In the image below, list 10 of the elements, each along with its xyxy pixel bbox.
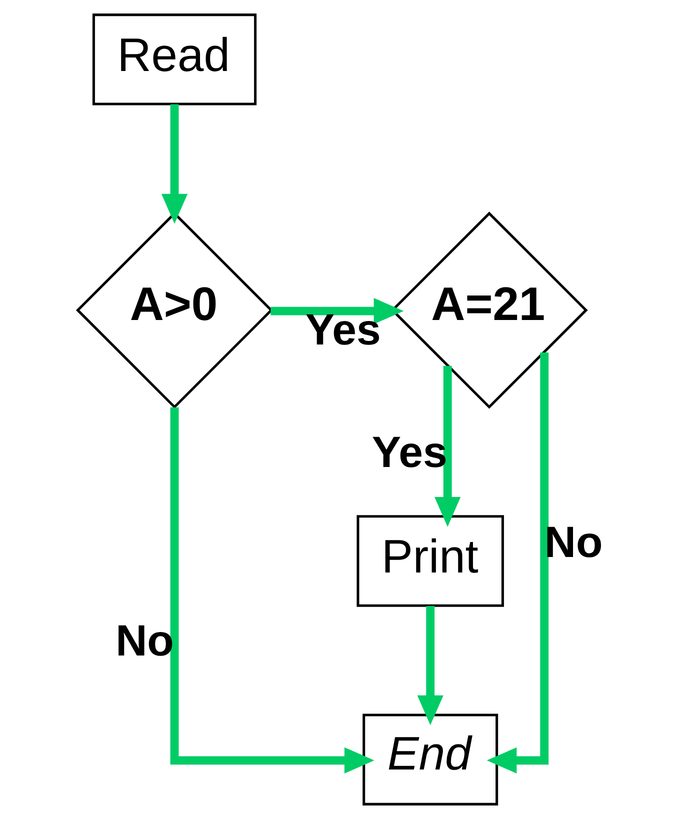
arrow bbox=[434, 366, 461, 527]
arrow bbox=[417, 606, 444, 726]
arrow bbox=[270, 298, 404, 324]
node-box: Read bbox=[92, 14, 257, 106]
node-box: Print bbox=[356, 515, 504, 607]
arrow bbox=[161, 104, 188, 224]
arrow bbox=[170, 407, 374, 774]
arrow bbox=[486, 352, 549, 774]
edge-label: Yes bbox=[305, 305, 381, 354]
node-box: End bbox=[362, 714, 498, 806]
